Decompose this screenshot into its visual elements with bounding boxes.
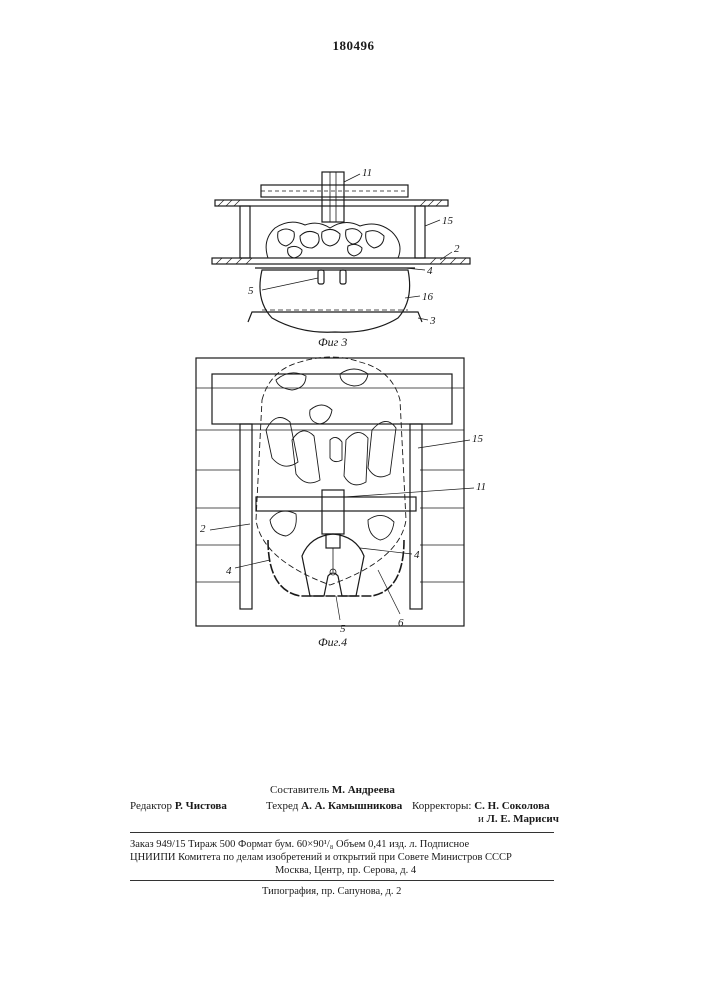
fig3-upper-plate — [215, 200, 448, 206]
fig3-label-15: 15 — [442, 215, 454, 227]
fig4-label-5: 5 — [340, 623, 346, 635]
fig3-label-2: 2 — [454, 243, 460, 255]
fig4-shaft-collar — [326, 534, 340, 548]
fig4-right-guide — [410, 424, 422, 609]
imprint-rule-top — [130, 832, 554, 833]
fig4-label-4-right: 4 — [414, 549, 420, 561]
correctors-label: Корректоры: — [412, 800, 471, 812]
order-line: Заказ 949/15 Тираж 500 Формат бум. 60×90… — [130, 838, 469, 851]
corrector-1: С. Н. Соколова — [474, 800, 549, 812]
editor-label: Редактор — [130, 800, 172, 812]
fig4-cross-beam — [256, 497, 416, 511]
fig3-label-5: 5 — [248, 285, 254, 297]
corrector-2-prefix: и — [478, 813, 484, 825]
editor-line: Редактор Р. Чистова — [130, 800, 227, 813]
address-line: Москва, Центр, пр. Серова, д. 4 — [275, 864, 416, 877]
fig3-bottom-bracket — [248, 312, 422, 322]
compiler-label: Составитель — [270, 784, 329, 796]
correctors-line: Корректоры: С. Н. Соколова — [412, 800, 550, 813]
org-line: ЦНИИПИ Комитета по делам изобретений и о… — [130, 851, 512, 864]
fig3-right-wall — [415, 206, 425, 258]
fig3-grip-left — [318, 270, 324, 284]
fig4-caption: Фиг.4 — [318, 635, 347, 649]
fig4-label-15: 15 — [472, 433, 484, 445]
typography-line: Типография, пр. Сапунова, д. 2 — [262, 885, 401, 898]
fig3-label-4: 4 — [427, 265, 433, 277]
fig4-label-4-left: 4 — [226, 565, 232, 577]
patent-drawings: 11 15 2 4 5 16 3 Фиг 3 — [0, 0, 707, 660]
imprint-rule-bottom — [130, 880, 554, 881]
fig4-left-guide — [240, 424, 252, 609]
techred-line: Техред А. А. Камышникова — [266, 800, 402, 813]
fig3-label-3: 3 — [429, 315, 436, 327]
corrector-2-line: и Л. Е. Марисич — [478, 813, 559, 826]
fig3-grip-right — [340, 270, 346, 284]
fig4-frame — [196, 358, 464, 626]
fig4-label-6: 6 — [398, 617, 404, 629]
fig3-caption: Фиг 3 — [318, 335, 347, 349]
techred-label: Техред — [266, 800, 298, 812]
figure-4 — [196, 357, 474, 626]
fig4-label-11: 11 — [476, 481, 486, 493]
editor-name: Р. Чистова — [175, 800, 227, 812]
compiler-line: Составитель М. Андреева — [270, 784, 395, 797]
fig4-rocks — [266, 369, 396, 540]
fig4-top-beam — [212, 374, 452, 424]
fig3-left-wall — [240, 206, 250, 258]
fig3-main-hatch — [216, 258, 466, 264]
fig3-rock-cluster — [266, 222, 400, 258]
fig4-label-2: 2 — [200, 523, 206, 535]
techred-name: А. А. Камышникова — [301, 800, 402, 812]
fig3-label-11: 11 — [362, 167, 372, 179]
fig3-body — [260, 270, 410, 332]
fig3-label-16: 16 — [422, 291, 434, 303]
compiler-name: М. Андреева — [332, 784, 395, 796]
figure-3 — [212, 172, 470, 332]
corrector-2: Л. Е. Марисич — [487, 813, 559, 825]
